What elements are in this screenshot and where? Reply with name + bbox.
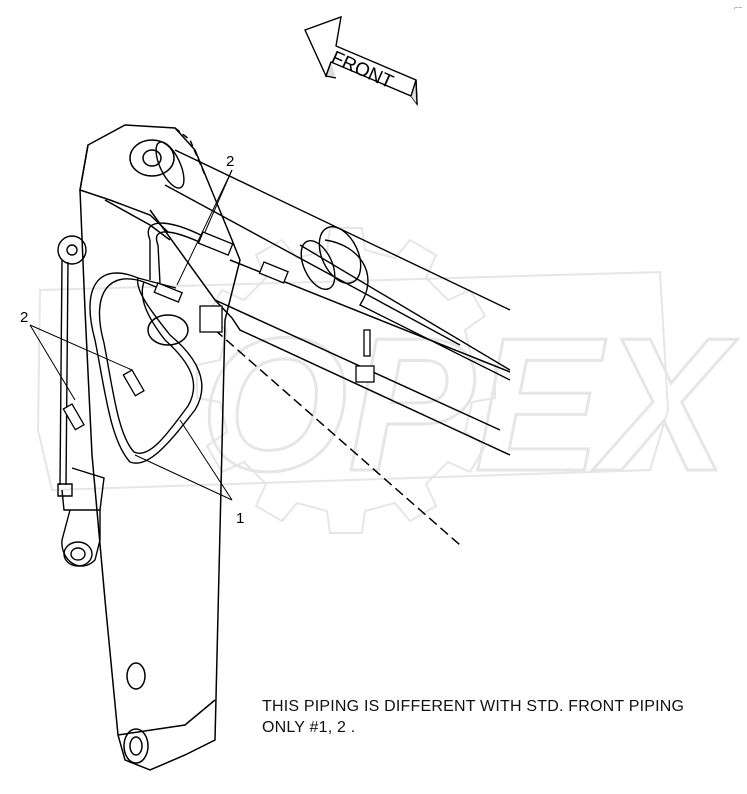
front-direction-arrow: FRONT (304, 15, 418, 107)
callout-bottom-1: 1 (236, 510, 244, 527)
piping-note: THIS PIPING IS DIFFERENT WITH STD. FRONT… (262, 696, 742, 738)
opex-watermark: OPEX (36, 227, 740, 534)
hose-loop (89, 222, 211, 464)
front-label: FRONT (328, 47, 397, 93)
note-line-1: THIS PIPING IS DIFFERENT WITH STD. FRONT… (262, 698, 685, 715)
corner-mark: ⌐− (734, 5, 742, 12)
boom-structure (79, 124, 511, 771)
arm-cylinder (57, 235, 105, 567)
callout-top-2: 2 (226, 153, 234, 170)
callout-left-2: 2 (20, 309, 28, 326)
hose-fittings (62, 231, 375, 431)
callout-leaders (29, 169, 233, 501)
note-line-2: ONLY #1, 2 . (262, 719, 356, 736)
